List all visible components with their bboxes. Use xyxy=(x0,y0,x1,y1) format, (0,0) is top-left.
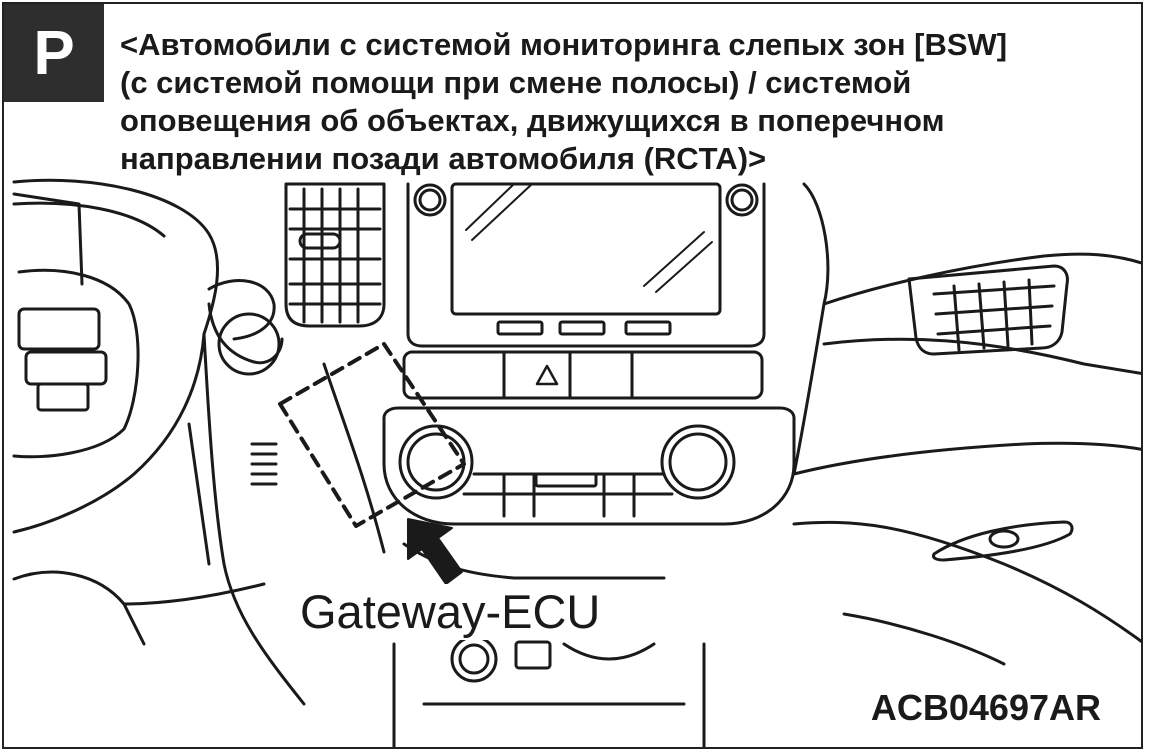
center-display xyxy=(406,182,766,348)
title-line: <Автомобили с системой мониторинга слепы… xyxy=(120,27,1008,62)
ecu-pointer-arrow xyxy=(407,518,463,585)
title-line: (с системой помощи при смене полосы) / с… xyxy=(120,65,912,100)
title-line: направлении позади автомобиля (RCTA)> xyxy=(120,141,767,176)
figure-code: ACB04697AR xyxy=(870,687,1101,728)
steering-column xyxy=(122,279,386,706)
hazard-panel xyxy=(402,350,764,400)
figure-title: <Автомобили с системой мониторинга слепы… xyxy=(120,26,1130,178)
steering-wheel xyxy=(12,178,220,646)
dashboard-illustration xyxy=(12,178,1141,747)
dashboard-body xyxy=(792,182,1141,666)
climate-panel xyxy=(382,406,796,526)
title-line: оповещения об объектах, движущихся в поп… xyxy=(120,103,945,138)
gateway-ecu-label: Gateway-ECU xyxy=(294,584,607,640)
column-slots xyxy=(250,442,278,486)
left-vent xyxy=(284,182,386,328)
ecu-location-box xyxy=(278,342,466,528)
section-badge: P xyxy=(4,4,104,102)
